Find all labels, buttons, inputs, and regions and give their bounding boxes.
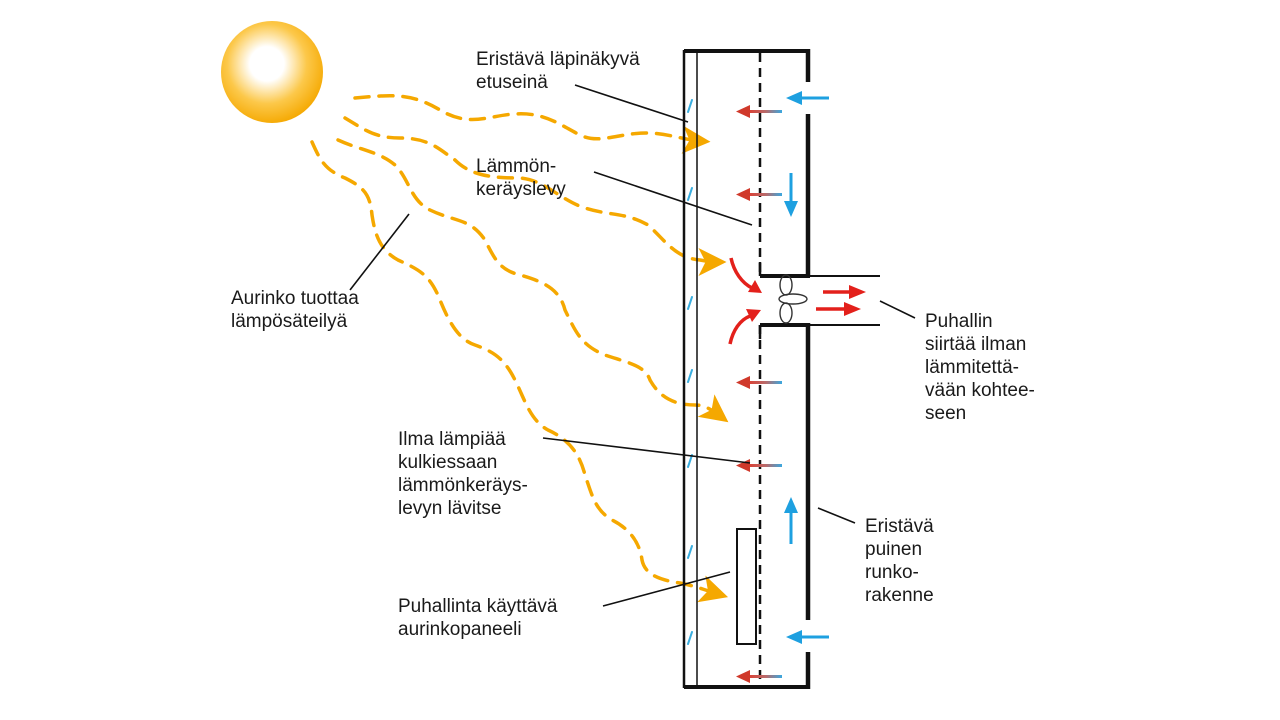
solar-panel-icon [736,528,757,645]
solar-ray [353,93,711,154]
warm-air-arrow [736,105,782,118]
hot-air-outflow-arrow [823,285,866,299]
label-air-heats: Ilma lämpiää kulkiessaan lämmönkeräys- l… [398,429,528,519]
solar-ray [310,140,729,603]
sun-icon [221,21,323,123]
cold-air-arrow-down [784,173,798,217]
leader-fan [879,300,916,319]
leader-front-wall [574,84,689,123]
glass-reflection-marks [687,99,693,645]
label-solar-panel: Puhallinta käyttävä aurinkopaneeli [398,596,558,640]
label-fan: Puhallin siirtää ilman lämmitettä- vään … [925,311,1035,424]
leader-collector [593,171,753,226]
hot-air-curve-arrow-bottom [728,314,751,345]
leader-frame [817,507,856,524]
label-collector-plate: Lämmön- keräyslevy [476,156,566,200]
warm-air-arrow [736,376,782,389]
hot-air-outflow-arrow [816,302,861,316]
leader-solar-panel [602,571,731,607]
cold-air-arrows [784,91,829,644]
cold-air-arrow-left [786,91,829,105]
hot-air-curve-arrow-top [729,257,753,290]
cold-air-arrow-left [786,630,829,644]
fan-icon [778,274,808,324]
leader-lines [349,84,916,607]
solar-ray [336,138,729,423]
transparent-front-wall [682,50,698,688]
cold-air-arrow-up [784,497,798,544]
solar-rays [310,93,729,603]
hot-air-arrows [728,257,866,345]
leader-air-heats [542,437,751,464]
solar-ray [343,116,727,276]
label-sun: Aurinko tuottaa lämpösäteilyä [231,288,359,332]
warm-air-arrow [736,188,782,201]
label-wooden-frame: Eristävä puinen runko- rakenne [865,516,934,606]
warm-air-arrow [736,670,782,683]
warming-air-arrows [736,105,782,683]
leader-sun [349,213,410,291]
label-front-wall: Eristävä läpinäkyvä etuseinä [476,49,640,93]
